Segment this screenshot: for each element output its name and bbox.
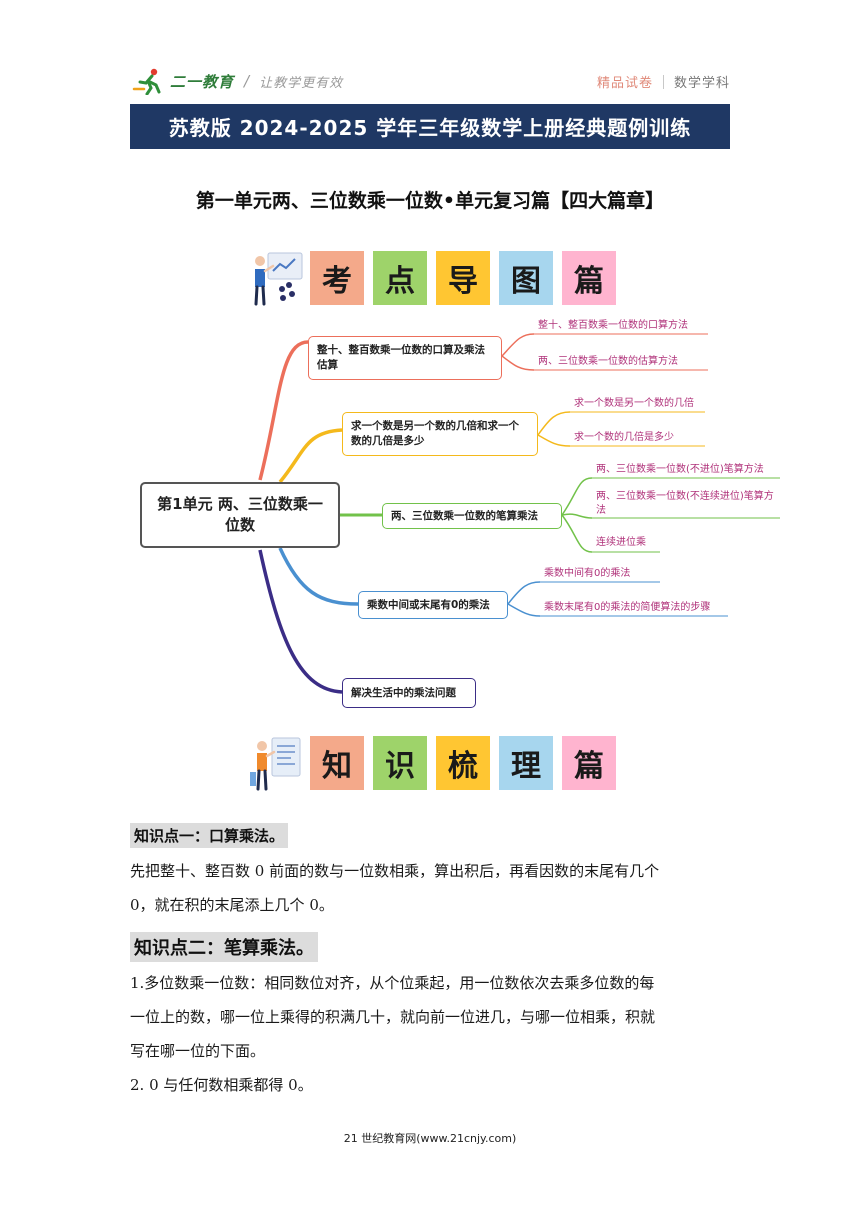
header-separator bbox=[662, 74, 664, 89]
banner-tile: 识 bbox=[373, 736, 427, 790]
mind-map-leaf: 求一个数是另一个数的几倍 bbox=[574, 398, 694, 409]
page-subtitle: 第一单元两、三位数乘一位数•单元复习篇【四大篇章】 bbox=[195, 190, 665, 212]
mind-map-branch-1: 整十、整百数乘一位数的口算及乘法估算 bbox=[308, 336, 502, 380]
mind-map-leaf: 两、三位数乘一位数(不连续进位)笔算方法 bbox=[596, 491, 774, 516]
mind-map-root-label: 第1单元 两、三位数乘一位数 bbox=[157, 495, 323, 534]
teacher-presenting-icon bbox=[254, 252, 303, 306]
branch-label: 解决生活中的乘法问题 bbox=[351, 686, 456, 699]
knowledge-point-2-heading: 知识点二：笔算乘法。 bbox=[130, 932, 318, 962]
mind-map-leaf: 两、三位数乘一位数(不进位)笔算方法 bbox=[596, 464, 764, 475]
paragraph-line: 2. 0 与任何数相乘都得 0。 bbox=[130, 1076, 313, 1094]
logo-divider: / bbox=[244, 72, 250, 90]
page-title: 苏教版 2024-2025 学年三年级数学上册经典题例训练 bbox=[130, 104, 730, 149]
branch-label: 整十、整百数乘一位数的口算及乘法估算 bbox=[317, 344, 485, 371]
banner-tile: 图 bbox=[499, 251, 553, 305]
knowledge-point-1-body: 先把整十、整百数 0 前面的数与一位数相乘，算出积后，再看因数的末尾有几个 0，… bbox=[130, 854, 732, 922]
header-label-subject: 数学学科 bbox=[673, 76, 730, 91]
mind-map-connectors bbox=[258, 333, 780, 694]
mind-map-branch-4: 乘数中间或末尾有0的乘法 bbox=[358, 591, 508, 619]
banner-tile: 理 bbox=[499, 736, 553, 790]
page-footer: 21 世纪教育网(www.21cnjy.com) bbox=[343, 1132, 517, 1145]
logo-text: 二一教育 bbox=[170, 72, 235, 91]
branch-label: 两、三位数乘一位数的笔算乘法 bbox=[391, 509, 538, 522]
banner-tile: 篇 bbox=[562, 251, 616, 305]
mind-map-leaf: 乘数中间有0的乘法 bbox=[544, 568, 631, 579]
header-label-quality: 精品试卷 bbox=[596, 76, 653, 91]
paragraph-line: 一位上的数，哪一位上乘得的积满几十，就向前一位进几，与哪一位相乘，积就 bbox=[130, 1008, 656, 1026]
mind-map-leaf: 求一个数的几倍是多少 bbox=[574, 432, 674, 443]
paragraph-line: 1.多位数乘一位数：相同数位对齐，从个位乘起，用一位数依次去乘多位数的每 bbox=[130, 974, 655, 992]
mind-map-leaf: 两、三位数乘一位数的估算方法 bbox=[538, 356, 678, 367]
paragraph-line: 写在哪一位的下面。 bbox=[130, 1042, 266, 1060]
banner-tile: 知 bbox=[310, 736, 364, 790]
mind-map-branch-3: 两、三位数乘一位数的笔算乘法 bbox=[382, 503, 562, 529]
banner-tile: 梳 bbox=[436, 736, 490, 790]
logo: 二一教育 / 让教学更有效 bbox=[132, 66, 343, 96]
paragraph-line: 0，就在积的末尾添上几个 0。 bbox=[130, 896, 334, 914]
header-right: 精品试卷 数学学科 bbox=[597, 72, 730, 91]
logo-slogan: 让教学更有效 bbox=[259, 75, 344, 91]
mind-map-leaf: 整十、整百数乘一位数的口算方法 bbox=[538, 320, 688, 331]
section-banner-knowledge: 知 识 梳 理 篇 bbox=[248, 734, 625, 792]
mind-map-root: 第1单元 两、三位数乘一位数 bbox=[140, 482, 340, 548]
branch-label: 求一个数是另一个数的几倍和求一个数的几倍是多少 bbox=[351, 420, 519, 447]
banner-tile: 考 bbox=[310, 251, 364, 305]
knowledge-point-1-heading: 知识点一：口算乘法。 bbox=[130, 823, 289, 848]
runner-logo-icon bbox=[132, 68, 161, 95]
banner-tile: 导 bbox=[436, 251, 490, 305]
mind-map-branch-5: 解决生活中的乘法问题 bbox=[342, 678, 476, 708]
knowledge-point-2-body: 1.多位数乘一位数：相同数位对齐，从个位乘起，用一位数依次去乘多位数的每 一位上… bbox=[130, 966, 732, 1102]
paragraph-line: 先把整十、整百数 0 前面的数与一位数相乘，算出积后，再看因数的末尾有几个 bbox=[130, 862, 660, 880]
banner-tile: 篇 bbox=[562, 736, 616, 790]
mind-map-leaf: 连续进位乘 bbox=[596, 537, 646, 548]
mind-map: 第1单元 两、三位数乘一位数 整十、整百数乘一位数的口算及乘法估算 求一个数是另… bbox=[130, 320, 790, 718]
branch-label: 乘数中间或末尾有0的乘法 bbox=[367, 598, 490, 611]
section-banner-map: 考 点 导 图 篇 bbox=[248, 249, 625, 307]
mind-map-leaf: 乘数末尾有0的乘法的简便算法的步骤 bbox=[544, 602, 711, 613]
mind-map-branch-2: 求一个数是另一个数的几倍和求一个数的几倍是多少 bbox=[342, 412, 538, 456]
teacher-board-icon bbox=[250, 737, 301, 791]
banner-tile: 点 bbox=[373, 251, 427, 305]
